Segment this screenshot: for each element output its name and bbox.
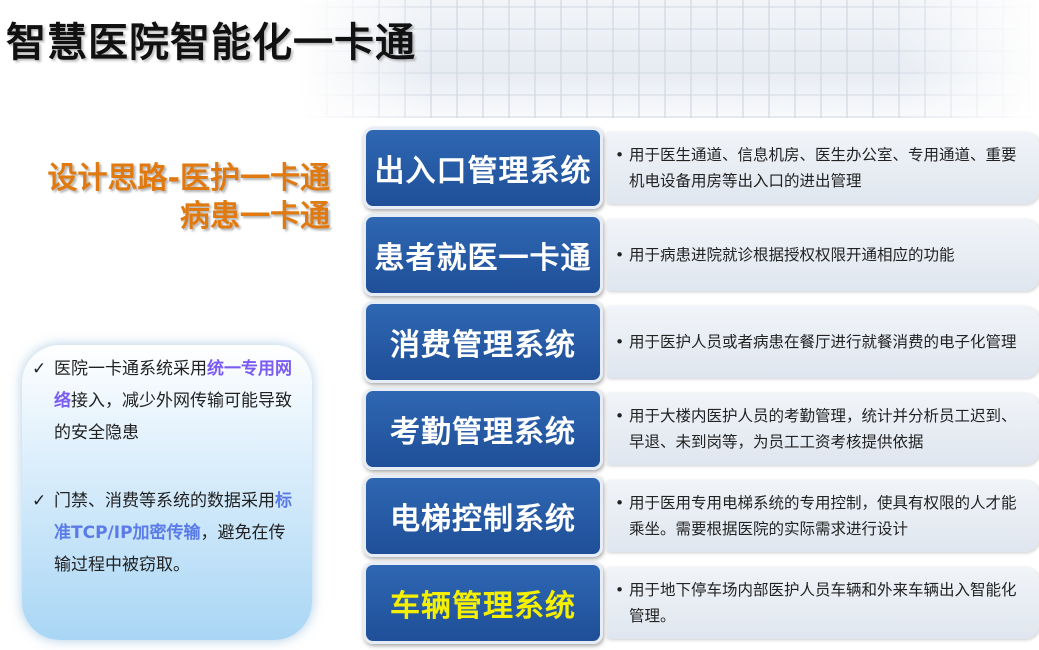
system-description-text: 用于医用专用电梯系统的专用控制，使具有权限的人才能乘坐。需要根据医院的实际需求进… xyxy=(629,494,1017,538)
note-text: 接入，减少外网传输可能导致的安全隐患 xyxy=(54,391,292,443)
note-encryption: ✓ 门禁、消费等系统的数据采用标准TCP/IP加密传输，避免在传输过程中被窃取。 xyxy=(32,485,302,581)
system-name: 考勤管理系统 xyxy=(363,388,603,470)
system-description-text: 用于大楼内医护人员的考勤管理，统计并分析员工迟到、早退、未到岗等，为员工工资考核… xyxy=(629,407,1017,451)
system-description-text: 用于医护人员或者病患在餐厅进行就餐消费的电子化管理 xyxy=(629,333,1017,351)
note-text: 门禁、消费等系统的数据采用 xyxy=(54,491,275,511)
system-description: •用于医生通道、信息机房、医生办公室、专用通道、重要机电设备用房等出入口的进出管… xyxy=(607,132,1039,204)
design-subtitle: 设计思路-医护一卡通 病患一卡通 xyxy=(0,160,330,236)
notes-panel: ✓ 医院一卡通系统采用统一专用网络接入，减少外网传输可能导致的安全隐患 ✓ 门禁… xyxy=(22,345,312,640)
page-title: 智慧医院智能化一卡通 xyxy=(6,20,416,66)
bullet-icon: • xyxy=(615,333,625,351)
system-description: •用于病患进院就诊根据授权权限开通相应的功能 xyxy=(607,219,1039,291)
note-text: ，避免在传输过程中被窃取。 xyxy=(54,523,286,575)
system-row-attendance: 考勤管理系统 •用于大楼内医护人员的考勤管理，统计并分析员工迟到、早退、未到岗等… xyxy=(363,388,1039,470)
system-row-vehicle: 车辆管理系统 •用于地下停车场内部医护人员车辆和外来车辆出入智能化管理。 xyxy=(363,562,1039,644)
system-row-patient-card: 患者就医一卡通 •用于病患进院就诊根据授权权限开通相应的功能 xyxy=(363,214,1039,296)
system-row-consumption: 消费管理系统 •用于医护人员或者病患在餐厅进行就餐消费的电子化管理 xyxy=(363,301,1039,383)
system-row-access: 出入口管理系统 •用于医生通道、信息机房、医生办公室、专用通道、重要机电设备用房… xyxy=(363,127,1039,209)
system-name: 患者就医一卡通 xyxy=(363,214,603,296)
building-banner-image xyxy=(300,0,1039,118)
bullet-icon: • xyxy=(615,146,625,164)
system-description-text: 用于地下停车场内部医护人员车辆和外来车辆出入智能化管理。 xyxy=(629,581,1017,625)
note-network: ✓ 医院一卡通系统采用统一专用网络接入，减少外网传输可能导致的安全隐患 xyxy=(32,353,302,449)
bullet-icon: • xyxy=(615,494,625,512)
bullet-icon: • xyxy=(615,246,625,264)
note-highlight: 标准TCP/IP加密传输 xyxy=(54,491,292,543)
subtitle-line-2: 病患一卡通 xyxy=(180,199,330,234)
check-icon: ✓ xyxy=(32,359,47,379)
system-name: 电梯控制系统 xyxy=(363,475,603,557)
system-description-text: 用于病患进院就诊根据授权权限开通相应的功能 xyxy=(629,246,955,264)
system-description: •用于医护人员或者病患在餐厅进行就餐消费的电子化管理 xyxy=(607,306,1039,378)
system-row-elevator: 电梯控制系统 •用于医用专用电梯系统的专用控制，使具有权限的人才能乘坐。需要根据… xyxy=(363,475,1039,557)
note-highlight: 统一专用网络 xyxy=(54,359,292,411)
bullet-icon: • xyxy=(615,407,625,425)
system-description: •用于地下停车场内部医护人员车辆和外来车辆出入智能化管理。 xyxy=(607,567,1039,639)
check-icon: ✓ xyxy=(32,491,47,511)
note-text: 医院一卡通系统采用 xyxy=(54,359,207,379)
system-name: 车辆管理系统 xyxy=(363,562,603,644)
bullet-icon: • xyxy=(615,581,625,599)
system-name: 消费管理系统 xyxy=(363,301,603,383)
system-description: •用于大楼内医护人员的考勤管理，统计并分析员工迟到、早退、未到岗等，为员工工资考… xyxy=(607,393,1039,465)
system-description: •用于医用专用电梯系统的专用控制，使具有权限的人才能乘坐。需要根据医院的实际需求… xyxy=(607,480,1039,552)
system-description-text: 用于医生通道、信息机房、医生办公室、专用通道、重要机电设备用房等出入口的进出管理 xyxy=(629,146,1017,190)
subtitle-line-1: 设计思路-医护一卡通 xyxy=(47,161,330,196)
system-name: 出入口管理系统 xyxy=(363,127,603,209)
